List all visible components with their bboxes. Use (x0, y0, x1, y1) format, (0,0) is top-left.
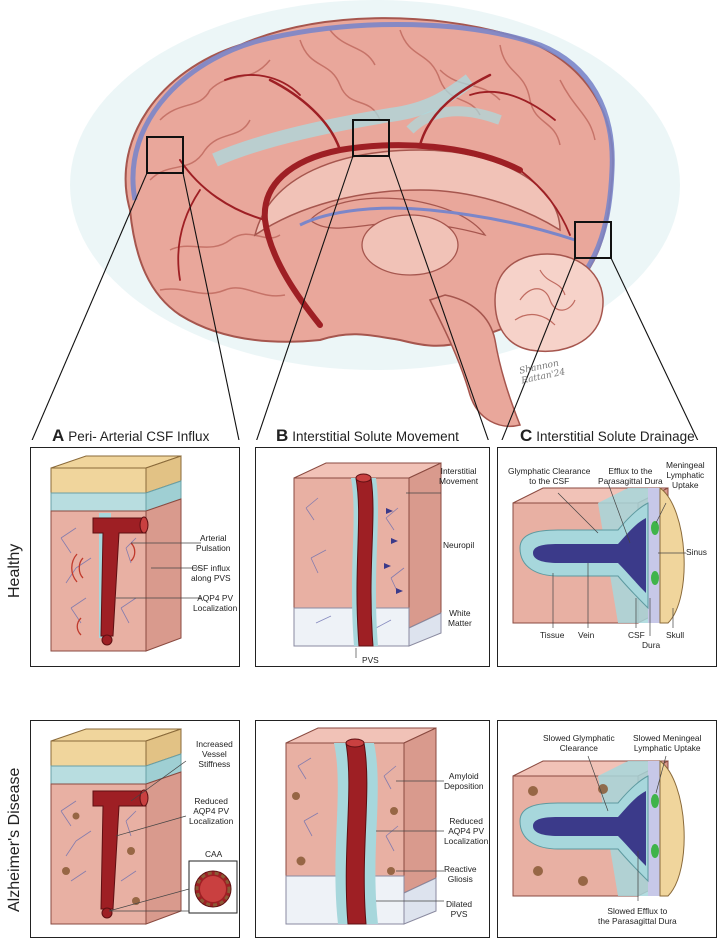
section-c-letter: C (520, 426, 533, 445)
panel-c-healthy: Glymphatic Clearance to the CSF Efflux t… (497, 447, 717, 667)
label-slowed-efflux: Slowed Efflux to the Parasagittal Dura (598, 906, 677, 926)
panel-b-healthy: Interstitial Movement Neuropil White Mat… (255, 447, 490, 667)
panel-c-alzheimers: Slowed Glymphatic Clearance Slowed Menin… (497, 720, 717, 938)
label-sinus: Sinus (686, 547, 707, 557)
label-pvs: PVS (362, 655, 379, 665)
label-skull: Skull (666, 630, 685, 640)
label-dilated-pvs: Dilated PVS (446, 899, 473, 919)
label-tissue: Tissue (540, 630, 565, 640)
brain-illustration (31, 0, 699, 440)
row-label-healthy: Healthy (6, 543, 23, 598)
row-label-alzheimers: Alzheimer's Disease (6, 767, 23, 912)
label-meningeal-uptake: Meningeal Lymphatic Uptake (666, 460, 705, 490)
label-increased-stiffness: Increased Vessel Stiffness (196, 739, 233, 769)
label-aqp4-localization: AQP4 PV Localization (193, 593, 238, 613)
label-caa: CAA (205, 849, 223, 859)
section-a-letter: A (52, 426, 65, 445)
label-slowed-meningeal: Slowed Meningeal Lymphatic Uptake (633, 733, 702, 753)
label-reduced-aqp4-a: Reduced AQP4 PV Localization (189, 796, 234, 826)
panel-a-alzheimers: Increased Vessel Stiffness Reduced AQP4 … (30, 720, 240, 938)
section-a-title: Peri- Arterial CSF Influx (68, 429, 210, 444)
label-amyloid-deposition: Amyloid Deposition (444, 771, 484, 791)
panel-a-healthy: Arterial Pulsation CSF influx along PVS … (30, 447, 240, 667)
label-arterial-pulsation: Arterial Pulsation (196, 533, 231, 553)
section-c-title: Interstitial Solute Drainage (536, 429, 695, 444)
label-interstitial-movement: Interstitial Movement (439, 466, 479, 486)
label-vein: Vein (578, 630, 595, 640)
label-reactive-gliosis: Reactive Gliosis (444, 864, 477, 884)
label-slowed-glymphatic: Slowed Glymphatic Clearance (543, 733, 615, 753)
label-efflux-parasagittal: Efflux to the Parasagittal Dura (598, 466, 663, 486)
section-b-title: Interstitial Solute Movement (292, 429, 459, 444)
panel-b-alzheimers: Amyloid Deposition Reduced AQP4 PV Local… (255, 720, 490, 938)
label-glymphatic-clearance: Glymphatic Clearance to the CSF (508, 466, 591, 486)
label-csf-influx: CSF influx along PVS (191, 563, 231, 583)
section-b-letter: B (276, 426, 289, 445)
label-csf: CSF (628, 630, 645, 640)
label-white-matter: White Matter (448, 608, 472, 628)
label-dura: Dura (642, 640, 661, 650)
label-neuropil: Neuropil (443, 540, 475, 550)
label-reduced-aqp4-b: Reduced AQP4 PV Localization (444, 816, 489, 846)
